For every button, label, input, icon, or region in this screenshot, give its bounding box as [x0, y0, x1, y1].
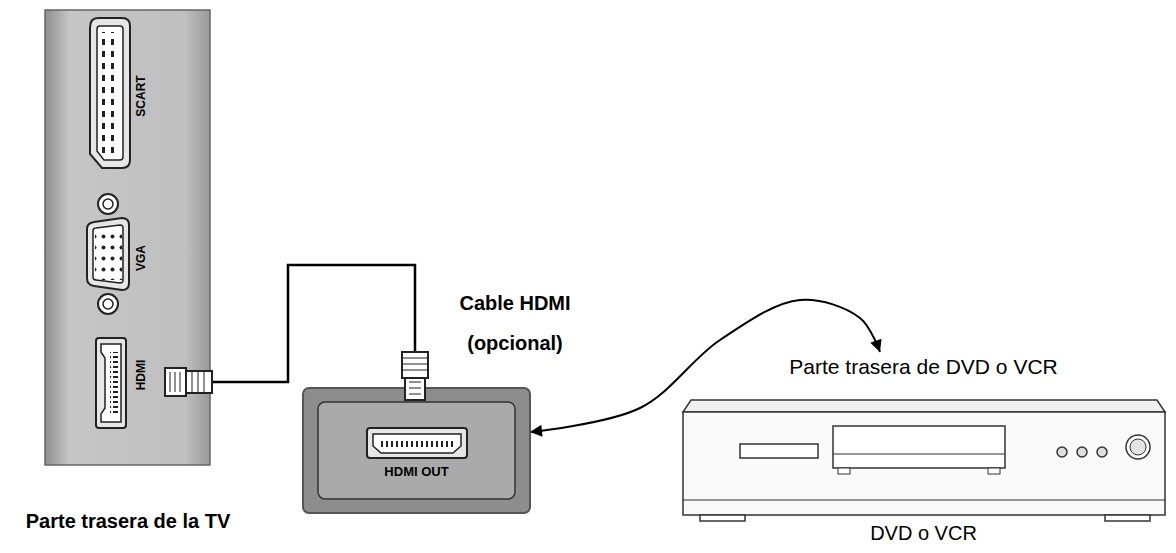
- hdmi-out-panel-part: [303, 388, 530, 513]
- hdmi-out-box: HDMI OUT: [303, 388, 530, 513]
- hdmi-port: [96, 338, 126, 428]
- port-label: SCART: [134, 75, 148, 116]
- hdmi-port-part: [96, 338, 126, 428]
- hdmi-out-plug-part: [409, 394, 421, 395]
- hdmi-out-plug-part: [405, 378, 425, 400]
- vga-port-part: [98, 194, 118, 214]
- hdmi-out-panel-part: [381, 439, 453, 447]
- hdmi-port-part: [101, 344, 121, 422]
- panel-caption: Parte trasera de la TV: [0, 510, 278, 533]
- dvd-player-part: [1057, 447, 1067, 457]
- hdmi-out-panel-part: [367, 428, 467, 458]
- panel-heading: Parte trasera de DVD o VCR: [680, 355, 1167, 379]
- dvd-player-box: Parte trasera de DVD o VCRDVD o VCR: [680, 352, 1167, 522]
- dvd-player-part: [838, 468, 850, 474]
- hdmi-out-panel: [303, 388, 530, 513]
- tv-side-plug-part: [198, 371, 199, 393]
- tv-back-panel: [45, 10, 210, 465]
- dvd-player-part: [988, 468, 1000, 474]
- hdmi-out-panel-part: [318, 402, 515, 499]
- scart-port-part: [90, 18, 130, 168]
- dvd-player-part: [1105, 515, 1150, 521]
- hdmi-out-plug: [402, 352, 428, 400]
- scart-port-part: [97, 26, 123, 160]
- tv-side-plug-part: [186, 371, 212, 393]
- tv-back-panel: Parte trasera de la TV: [45, 10, 210, 465]
- dvd-player-part: [683, 400, 1165, 412]
- hdmi-out-plug-part: [409, 382, 421, 383]
- port-label: VGA: [134, 245, 148, 271]
- tv-side-plug-part: [180, 372, 181, 392]
- scart-port-part: [101, 32, 120, 154]
- vga-port-part: [87, 218, 129, 290]
- vga-port: [87, 194, 129, 314]
- port-label: HDMI: [134, 360, 148, 391]
- scart-port: [90, 18, 130, 168]
- hdmi-out-plug-part: [402, 352, 428, 378]
- dvd-player-part: [1077, 447, 1087, 457]
- tv-side-plug-part: [165, 368, 186, 396]
- hdmi-out-plug-part: [402, 358, 428, 359]
- port-name: HDMI OUT: [303, 464, 530, 479]
- hdmi-out-plug-part: [409, 388, 421, 389]
- dvd-player-part: [700, 515, 745, 521]
- hdmi-cable: [210, 265, 415, 388]
- tv-back-panel-part: [45, 10, 210, 465]
- dvd-player-part: [1097, 447, 1107, 457]
- dvd-player-part: [683, 500, 1165, 501]
- vga-port-part: [103, 299, 113, 309]
- cable-label: Cable HDMI (opcional): [450, 283, 580, 363]
- tv-side-plug-part: [204, 371, 205, 393]
- vga-port-part: [95, 230, 122, 280]
- dvd-player-part: [740, 444, 818, 458]
- hdmi-out-plug-part: [402, 364, 428, 365]
- dvd-player-part: [833, 426, 1005, 468]
- tv-side-plug: [165, 368, 212, 396]
- device-name: DVD o VCR: [680, 522, 1167, 545]
- cable-label-box: Cable HDMI (opcional): [450, 283, 580, 363]
- tv-side-plug-part: [170, 372, 171, 392]
- tv-side-plug-part: [175, 372, 176, 392]
- dvd-player: [683, 400, 1165, 521]
- hdmi-port-part: [110, 352, 118, 414]
- vga-port-part: [93, 225, 123, 283]
- dvd-player-part: [1126, 435, 1150, 459]
- tv-side-plug-part: [192, 371, 193, 393]
- vga-port-part: [103, 199, 113, 209]
- dvd-player-part: [683, 412, 1165, 515]
- dvd-player-part: [833, 454, 1005, 455]
- dvd-player-part: [1130, 439, 1146, 455]
- hdmi-out-panel-part: [373, 434, 461, 453]
- vga-port-part: [98, 294, 118, 314]
- hdmi-out-plug-part: [402, 370, 428, 371]
